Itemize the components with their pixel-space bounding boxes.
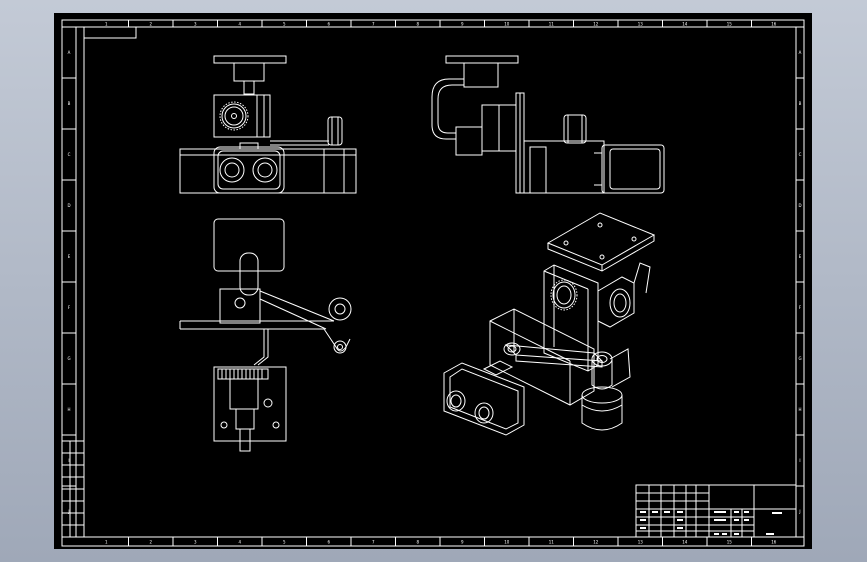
left-zone-label: H (67, 407, 70, 412)
bottom-zone-label: 7 (372, 540, 375, 545)
top-zone-label: 10 (504, 22, 510, 27)
bottom-zone-label: 5 (283, 540, 286, 545)
top-zone-label: 8 (416, 22, 419, 27)
left-zone-label: F (68, 305, 71, 310)
side-view (431, 55, 665, 194)
bottom-zone-strip (61, 536, 805, 547)
top-zone-strip (61, 19, 805, 28)
top-zone-label: 1 (105, 22, 108, 27)
bottom-zone-label: 6 (327, 540, 330, 545)
title-block (635, 484, 797, 538)
left-zone-label: J (67, 509, 69, 514)
top-zone-label: 5 (283, 22, 286, 27)
inner-border (83, 26, 797, 538)
right-zone-label: H (798, 407, 801, 412)
bottom-zone-label: 8 (416, 540, 419, 545)
cad-drawing: 1122334455667788991010111112121313141415… (61, 19, 805, 547)
right-zone-label: F (799, 305, 802, 310)
bottom-zone-label: 15 (727, 540, 733, 545)
top-zone-label: 15 (727, 22, 733, 27)
top-zone-label: 6 (327, 22, 330, 27)
isometric-view (443, 212, 656, 436)
revision-table (61, 440, 85, 538)
bottom-zone-label: 12 (593, 540, 599, 545)
bottom-zone-label: 9 (461, 540, 464, 545)
left-zone-label: A (68, 50, 71, 55)
left-zone-label: I (68, 458, 69, 463)
right-zone-label: C (799, 152, 802, 157)
right-zone-label: J (798, 509, 800, 514)
top-zone-label: 13 (638, 22, 644, 27)
top-zone-label: 14 (682, 22, 688, 27)
top-zone-label: 4 (238, 22, 241, 27)
right-zone-label: E (799, 254, 802, 259)
bottom-zone-label: 1 (105, 540, 108, 545)
top-view (179, 218, 352, 452)
zone-ticks: 1122334455667788991010111112121313141415… (62, 20, 804, 546)
bottom-zone-label: 10 (504, 540, 510, 545)
top-zone-label: 11 (549, 22, 555, 27)
bottom-zone-label: 4 (238, 540, 241, 545)
left-zone-label: B (68, 101, 71, 106)
front-view (179, 55, 357, 194)
right-zone-label: G (798, 356, 801, 361)
bottom-zone-label: 16 (771, 540, 777, 545)
bottom-zone-label: 14 (682, 540, 688, 545)
top-zone-label: 9 (461, 22, 464, 27)
bottom-zone-label: 11 (549, 540, 555, 545)
left-zone-label: G (67, 356, 70, 361)
right-zone-label: I (799, 458, 800, 463)
top-zone-label: 7 (372, 22, 375, 27)
right-zone-label: D (798, 203, 801, 208)
right-zone-label: A (799, 50, 802, 55)
left-zone-label: D (67, 203, 70, 208)
left-zone-label: E (68, 254, 71, 259)
outer-border (61, 19, 805, 547)
top-zone-label: 2 (149, 22, 152, 27)
corner-label-box (83, 26, 137, 39)
top-zone-label: 3 (194, 22, 197, 27)
bottom-zone-label: 13 (638, 540, 644, 545)
top-zone-label: 12 (593, 22, 599, 27)
bottom-zone-label: 3 (194, 540, 197, 545)
bottom-zone-label: 2 (149, 540, 152, 545)
top-zone-label: 16 (771, 22, 777, 27)
right-zone-label: B (799, 101, 802, 106)
left-zone-label: C (68, 152, 71, 157)
